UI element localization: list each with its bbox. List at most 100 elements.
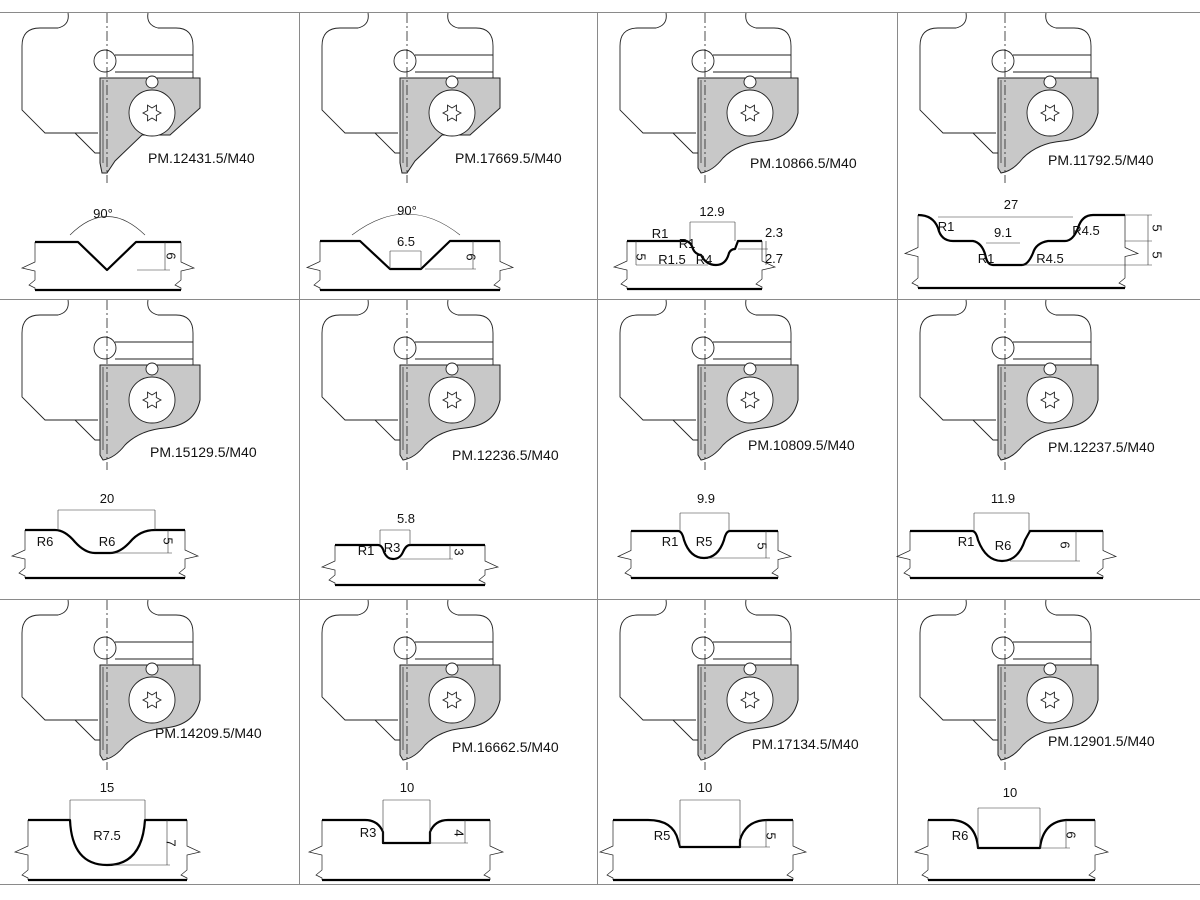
dimension-label: 6 (1058, 541, 1073, 548)
workpiece-left-break (903, 215, 919, 288)
torx-screw-icon (740, 104, 760, 122)
cutter-body-left (21, 299, 98, 421)
cutter-body-details (374, 641, 493, 741)
cutter-code: PM.11792.5/M40 (1048, 152, 1154, 168)
dimension-label: 10 (1003, 785, 1017, 800)
grid-top-line (0, 12, 1200, 13)
cutter-code: PM.17134.5/M40 (752, 736, 859, 752)
pin-hole-icon (145, 662, 159, 676)
workpiece-right-break (493, 241, 515, 290)
dimension-label: 11.9 (991, 491, 1015, 506)
workpiece-left-break (10, 530, 26, 578)
dimension-label: R5 (654, 828, 671, 843)
cutter-body-left (919, 599, 996, 721)
workpiece-right-break (478, 545, 500, 585)
dimension-label: R3 (384, 540, 401, 555)
pin-hole-icon (145, 75, 159, 89)
cutter-body-details (74, 54, 193, 154)
torx-screw-icon (740, 391, 760, 409)
cutter-body-right (745, 599, 792, 688)
workpiece-right-break (755, 241, 777, 289)
dimension-label: 2.7 (765, 251, 783, 266)
pin-hole-icon (145, 362, 159, 376)
dimension-label: 6 (1064, 831, 1079, 838)
cutter-code: PM.10866.5/M40 (750, 155, 857, 171)
workpiece-left-break (612, 241, 628, 289)
torx-screw-icon (142, 691, 162, 709)
cutter-code: PM.17669.5/M40 (455, 150, 562, 166)
grid-bottom-line (0, 884, 1200, 885)
grid-row-line (0, 299, 1200, 300)
torx-screw-icon (442, 391, 462, 409)
cutter-code: PM.16662.5/M40 (452, 739, 559, 755)
torx-screw-icon (1040, 391, 1060, 409)
pin-hole-icon (1043, 662, 1057, 676)
cutter-head-outline (619, 299, 792, 441)
cutter-body-right (1045, 299, 1092, 388)
pin-hole-icon (445, 662, 459, 676)
workpiece-right-break (180, 820, 202, 880)
dimension-label: R5 (696, 534, 713, 549)
workpiece-right-break (178, 530, 200, 578)
cutter-head-outline (619, 599, 792, 741)
cutter-body-left (321, 12, 398, 134)
dimension-label: 5 (161, 537, 176, 544)
cutter-body-right (1045, 12, 1092, 101)
cutter-body-details (672, 641, 791, 741)
torx-screw-icon (1040, 691, 1060, 709)
workpiece-right-break (1118, 215, 1140, 288)
pin-circle (93, 49, 117, 73)
pin-hole-icon (445, 75, 459, 89)
dimension-label: 5 (1150, 251, 1165, 258)
grid-row-line (0, 599, 1200, 600)
workpiece-left-break (616, 531, 632, 578)
dimension-label: 20 (100, 491, 114, 506)
cutter-body-right (147, 12, 194, 101)
pin-circle (393, 49, 417, 73)
dimension-label: 5 (764, 832, 779, 839)
grid-col-line (299, 12, 300, 885)
pin-circle (691, 336, 715, 360)
dimension-label: R4 (696, 252, 713, 267)
cutter-head-outline (321, 599, 494, 741)
cutter-code: PM.12236.5/M40 (452, 447, 559, 463)
dimension-label: R1 (958, 534, 975, 549)
workpiece-right-break (174, 242, 196, 290)
torx-screw-icon (142, 104, 162, 122)
cutter-body-left (21, 599, 98, 721)
dimension-label: 27 (1004, 197, 1018, 212)
profile-outline (322, 818, 490, 845)
pin-circle (991, 336, 1015, 360)
dimension-label: 7 (164, 839, 179, 846)
torx-screw-icon (740, 691, 760, 709)
cutter-code: PM.12901.5/M40 (1048, 733, 1155, 749)
profile-outline (910, 529, 1103, 563)
dimension-label: R6 (995, 538, 1012, 553)
cutter-body-right (447, 299, 494, 388)
dimension-label: 15 (100, 780, 114, 795)
workpiece-right-break (786, 820, 808, 880)
workpiece-left-break (895, 531, 911, 578)
dimension-label: R1 (978, 251, 995, 266)
cutter-body-right (147, 299, 194, 388)
workpiece-right-break (1088, 820, 1110, 880)
dimension-label: R3 (360, 825, 377, 840)
cutter-body-details (74, 641, 193, 741)
cutter-body-details (672, 341, 791, 441)
dimension-label: 5.8 (397, 511, 415, 526)
grid-col-line (897, 12, 898, 885)
dimension-label: R6 (37, 534, 54, 549)
pin-circle (691, 49, 715, 73)
workpiece-right-break (771, 531, 793, 578)
